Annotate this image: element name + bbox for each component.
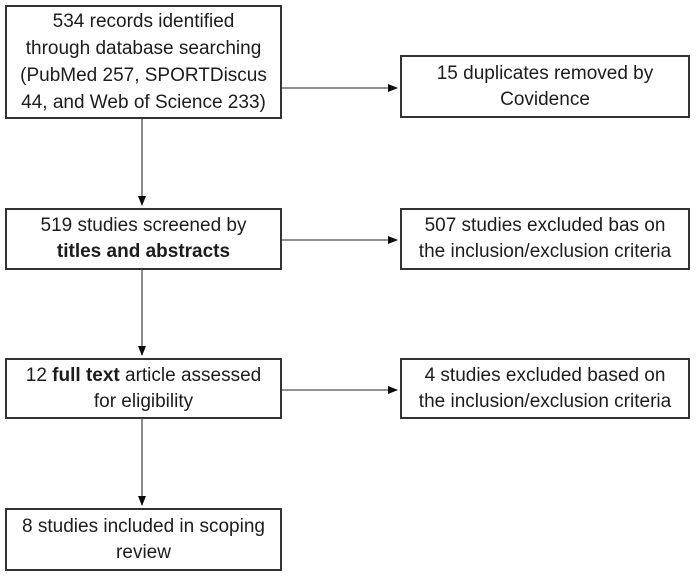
- text-line: review: [116, 541, 171, 563]
- box-records-identified: 534 records identified through database …: [5, 5, 282, 119]
- text-segment: 12: [25, 364, 53, 386]
- bold-text: full text: [52, 364, 120, 386]
- text-segment: article assessed: [119, 364, 262, 386]
- text-line: 519 studies screened by: [40, 215, 247, 236]
- text-line: through database searching: [25, 38, 262, 59]
- text-line: titles and abstracts: [57, 239, 230, 265]
- text-line: 534 records identified: [52, 11, 235, 32]
- text-line: the inclusion/exclusion criteria: [418, 390, 672, 412]
- text-line: 15 duplicates removed by: [436, 62, 654, 84]
- box-fulltext-assessed: 12 full text article assessed for eligib…: [5, 358, 282, 419]
- box-included-review: 8 studies included in scoping review: [5, 508, 282, 571]
- text-line: 507 studies excluded bas on: [424, 215, 666, 236]
- text-line: 8 studies included in scoping: [22, 515, 265, 537]
- text-line: for eligibility: [93, 390, 194, 412]
- text-line: Covidence: [500, 88, 590, 110]
- box-duplicates-removed: 15 duplicates removed by Covidence: [400, 55, 690, 118]
- box-excluded-fulltext: 4 studies excluded based on the inclusio…: [400, 358, 690, 419]
- text-line: (PubMed 257, SPORTDiscus: [20, 65, 267, 86]
- bold-text: titles and abstracts: [56, 241, 231, 262]
- box-studies-screened: 519 studies screened by titles and abstr…: [5, 208, 282, 270]
- text-line: 4 studies excluded based on: [424, 364, 666, 386]
- box-excluded-screening: 507 studies excluded bas on the inclusio…: [400, 208, 690, 270]
- text-line: 12 full text article assessed: [26, 363, 262, 389]
- text-line: the inclusion/exclusion criteria: [418, 241, 672, 262]
- text-line: 44, and Web of Science 233): [21, 92, 266, 113]
